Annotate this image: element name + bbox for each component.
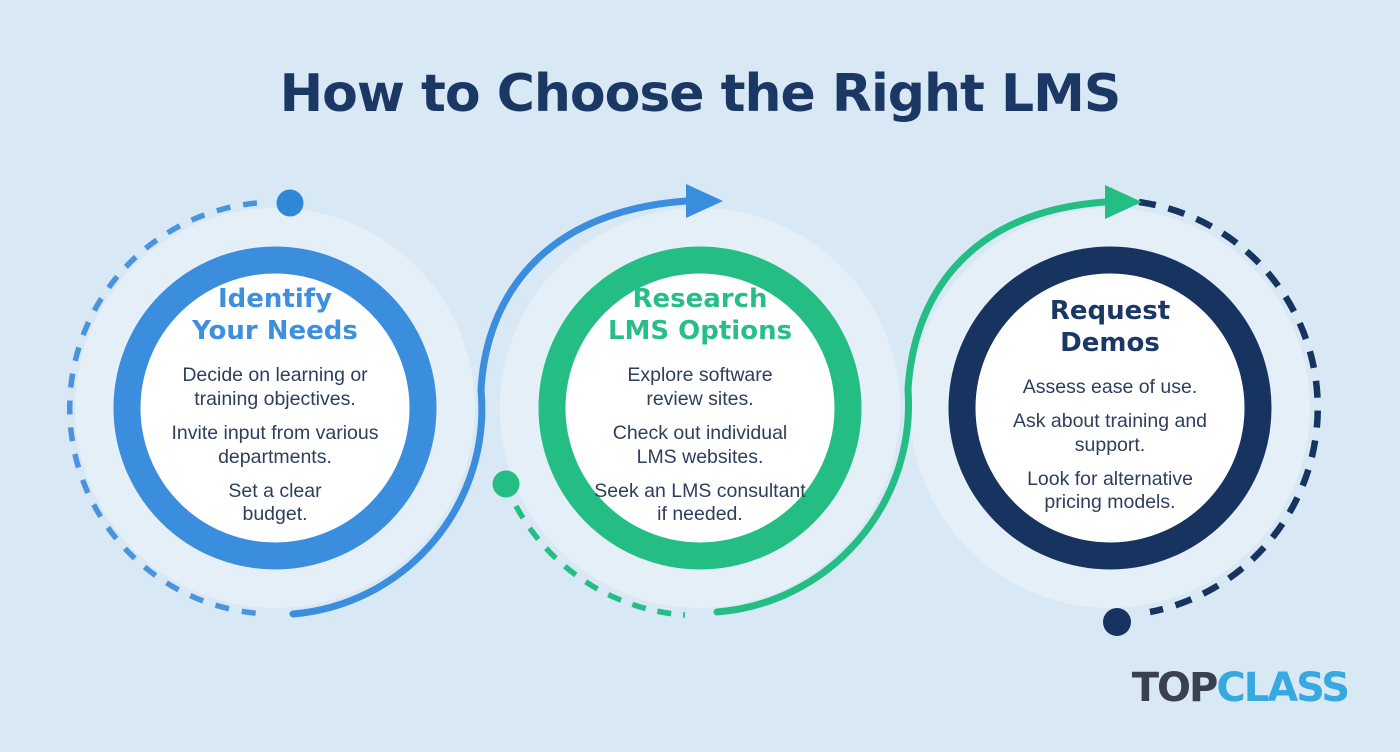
step3-ring [948, 246, 1272, 570]
step2-point-1: Explore software review sites. [627, 364, 773, 411]
page-title: How to Choose the Right LMS [279, 64, 1122, 124]
arrowhead-green-icon [1105, 185, 1142, 219]
step2-heading: Research LMS Options [607, 283, 793, 346]
curved-arrow-right-blue-icon [289, 184, 723, 618]
curved-arrow-right-green-icon [713, 185, 1142, 616]
arrowhead-blue-icon [686, 184, 723, 218]
step3-point-1: Assess ease of use. [1022, 376, 1198, 399]
step1-point-3: Set a clear budget. [228, 479, 322, 526]
navy-dashed-orbit-icon [1138, 198, 1321, 616]
topclass-logo: TOPCLASS [1131, 665, 1350, 711]
step1-ring [113, 246, 437, 570]
green-start-dot-icon [492, 470, 520, 498]
step1-point-2: Invite input from various departments. [171, 421, 379, 468]
step3-point-2: Ask about training and support. [1012, 410, 1208, 456]
step2-ring [538, 246, 862, 570]
step3-point-3: Look for alternative pricing models. [1027, 467, 1193, 514]
blue-start-dot-icon [276, 189, 304, 217]
step-request-demos: Request Demos Assess ease of use. Ask ab… [945, 253, 1275, 563]
blue-dashed-orbit-icon [67, 200, 269, 617]
logo-part-top: TOP [1131, 665, 1219, 711]
step3-heading: Request Demos [1049, 295, 1171, 358]
step2-point-2: Check out individual LMS websites. [612, 421, 788, 468]
green-dashed-orbit-icon [513, 504, 686, 618]
step1-heading: Identify Your Needs [192, 283, 358, 346]
step-research-lms-options: Research LMS Options Explore software re… [535, 253, 865, 563]
navy-end-dot-icon [1103, 608, 1131, 636]
step2-point-3: Seek an LMS consultant if needed. [594, 479, 806, 526]
step1-point-1: Decide on learning or training objective… [182, 364, 368, 411]
step-identify-your-needs: Identify Your Needs Decide on learning o… [110, 253, 440, 563]
logo-part-class: CLASS [1216, 665, 1350, 711]
